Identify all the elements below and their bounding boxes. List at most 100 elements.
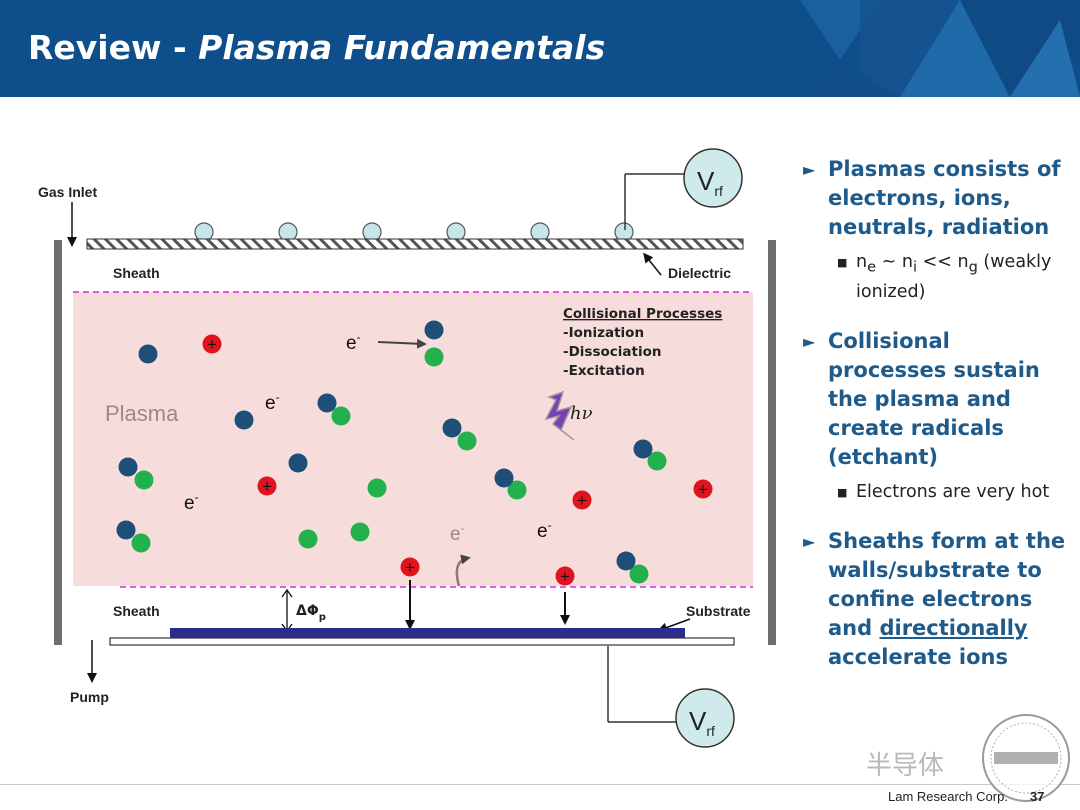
bullet-block-plasma: ►Plasmas consists of electrons, ions, ne…	[803, 155, 1073, 305]
electrode-bump	[446, 222, 466, 242]
dielectric-arrow	[643, 252, 662, 276]
neutral-blue-particle	[633, 439, 653, 459]
neutral-blue-particle	[116, 520, 136, 540]
vrf-bottom-label: Vrf	[689, 706, 715, 739]
ion-plus-sign: +	[262, 480, 273, 495]
watermark-text: 半导体	[866, 751, 945, 781]
bullet-block-collisional: ►Collisional processes sustain the plasm…	[803, 327, 1073, 505]
electron-label: e-	[184, 490, 199, 514]
footer: Lam Research Corp. 37	[888, 789, 1044, 804]
plasma-label: Plasma	[105, 401, 179, 426]
neutral-green-particle	[298, 529, 318, 549]
neutral-blue-particle	[138, 344, 158, 364]
plasma-region	[73, 292, 753, 586]
ion-plus-sign: +	[207, 338, 218, 353]
secondary-electron-label: e-	[450, 521, 465, 545]
ion-particle	[693, 479, 713, 499]
ion-particle	[257, 476, 277, 496]
page-number: 37	[1029, 789, 1045, 804]
bullet-sheaths: ►Sheaths form at the walls/substrate to …	[803, 528, 1066, 669]
electrode-bumps	[194, 222, 634, 242]
neutral-blue-particle	[616, 551, 636, 571]
neutral-blue-particle	[288, 453, 308, 473]
sub-bullet-weakly-ionized: ■ne ~ ni << ng (weakly ionized)	[837, 252, 1052, 302]
pump-label: Pump	[70, 689, 109, 705]
gas-inlet-label: Gas Inlet	[38, 184, 97, 200]
substrate-label: Substrate	[686, 603, 751, 619]
electrode-bump	[278, 222, 298, 242]
neutral-blue-particle	[118, 457, 138, 477]
ion-plus-sign: +	[405, 561, 416, 576]
neutral-blue-particle	[494, 468, 514, 488]
neutral-green-particle	[629, 564, 649, 584]
bullet-list: ►Plasmas consists of electrons, ions, ne…	[803, 155, 1073, 694]
electrode-bump	[362, 222, 382, 242]
collisional-item-dissociation: -Dissociation	[563, 344, 662, 360]
bullet-square-icon: ■	[837, 256, 848, 269]
bullet-block-sheaths: ►Sheaths form at the walls/substrate to …	[803, 527, 1073, 672]
neutral-green-particle	[134, 470, 154, 490]
ion-plus-sign: +	[698, 483, 709, 498]
neutral-green-particle	[131, 533, 151, 553]
vrf-bottom-circle	[675, 688, 735, 748]
sheath-bottom-label: Sheath	[113, 603, 160, 619]
watermark-seal-icon	[982, 714, 1070, 802]
photon-label: hν	[570, 403, 593, 424]
collisional-item-ionization: -Ionization	[563, 325, 644, 341]
neutral-blue-particle	[317, 393, 337, 413]
photon-lightning-icon	[544, 390, 575, 441]
neutral-green-particle	[331, 406, 351, 426]
header-triangle-pattern	[790, 0, 1080, 97]
neutral-green-particle	[507, 480, 527, 500]
bullet-triangle-icon: ►	[803, 331, 816, 351]
neutral-green-particle	[457, 431, 477, 451]
title-prefix: Review -	[28, 28, 199, 67]
bullet-square-icon: ■	[837, 485, 848, 499]
title-emphasis: Plasma Fundamentals	[198, 28, 606, 67]
collisional-item-excitation: -Excitation	[563, 363, 645, 379]
neutral-blue-particle	[442, 418, 462, 438]
dielectric-bar	[86, 238, 744, 250]
delta-phi-label: ΔΦp	[296, 603, 326, 623]
ion-particle	[202, 334, 222, 354]
electron-label: e-	[346, 330, 361, 354]
chamber-wall-left	[54, 240, 62, 645]
electron-label: e-	[537, 518, 552, 542]
substrate	[170, 628, 685, 638]
secondary-electron-arrow	[455, 554, 471, 587]
collisional-heading: Collisional Processes	[563, 306, 722, 322]
neutral-blue-particle	[424, 320, 444, 340]
ion-particle	[555, 566, 575, 586]
vrf-top-label: Vrf	[697, 166, 723, 199]
electrode-bump	[530, 222, 550, 242]
bullet-collisional-processes: ►Collisional processes sustain the plasm…	[803, 328, 1040, 469]
neutral-green-particle	[647, 451, 667, 471]
ion-particle	[572, 490, 592, 510]
electron-label: e-	[265, 390, 280, 414]
ion-plus-sign: +	[560, 570, 571, 585]
bullet-triangle-icon: ►	[803, 531, 816, 551]
ion-particle	[400, 557, 420, 577]
neutral-green-particle	[367, 478, 387, 498]
neutral-green-particle	[350, 522, 370, 542]
plasma-chamber-diagram: Vrf Gas Inlet Sheath Dielectric Plasma C…	[38, 148, 776, 748]
sub-bullet-electrons-hot: ■Electrons are very hot	[803, 480, 1073, 505]
electrode-bump	[614, 222, 634, 242]
footer-company: Lam Research Corp.	[888, 789, 1008, 804]
page-title: Review - Plasma Fundamentals	[28, 28, 605, 67]
footer-divider	[0, 784, 1080, 785]
ion-plus-sign: +	[577, 494, 588, 509]
chamber-wall-right	[768, 240, 776, 645]
neutral-green-particle	[424, 347, 444, 367]
dielectric-label: Dielectric	[668, 265, 731, 281]
sheath-top-label: Sheath	[113, 265, 160, 281]
chuck-electrode	[109, 637, 735, 646]
slide-header: Review - Plasma Fundamentals	[0, 0, 1080, 97]
vrf-top-circle	[683, 148, 743, 208]
neutral-blue-particle	[234, 410, 254, 430]
particles-group: + + + + + + e-e-e-e-	[116, 320, 713, 586]
bullet-plasma-composition: ►Plasmas consists of electrons, ions, ne…	[803, 157, 1061, 239]
electrode-bump	[194, 222, 214, 242]
electron-collision-arrow	[377, 338, 427, 349]
bullet-triangle-icon: ►	[803, 160, 816, 179]
